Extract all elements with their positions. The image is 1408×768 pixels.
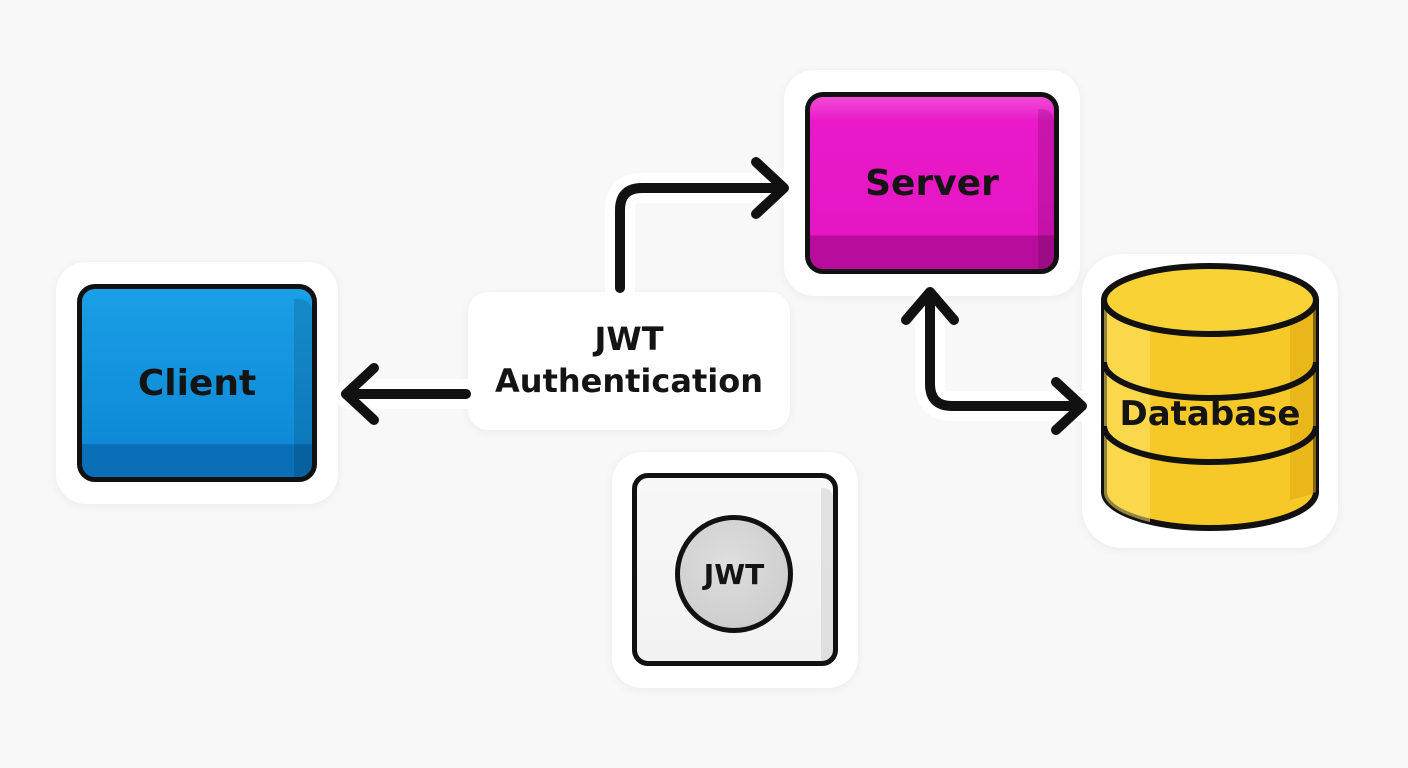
server-label: Server [865,162,999,204]
arrow-server-database [925,295,1085,411]
client-label: Client [137,362,257,404]
database-label: Database [1119,394,1301,434]
database-icon [1101,263,1319,531]
jwt-token-label: JWT [703,557,765,591]
arrow-up-to-server-head [901,287,959,325]
arrow-to-server [615,183,785,293]
jwt-label-halo [468,292,790,430]
arrow-to-client-head [341,363,379,425]
server-node: Server [805,92,1059,274]
jwt-authentication-label: JWT Authentication [468,302,790,420]
arrow-to-server-head [751,157,789,219]
client-node: Client [77,284,317,482]
arrow-to-database-head [1051,377,1087,435]
jwt-auth-line-2: Authentication [495,362,763,400]
jwt-token-icon: JWT [675,515,793,633]
jwt-auth-line-1: JWT [594,320,664,359]
